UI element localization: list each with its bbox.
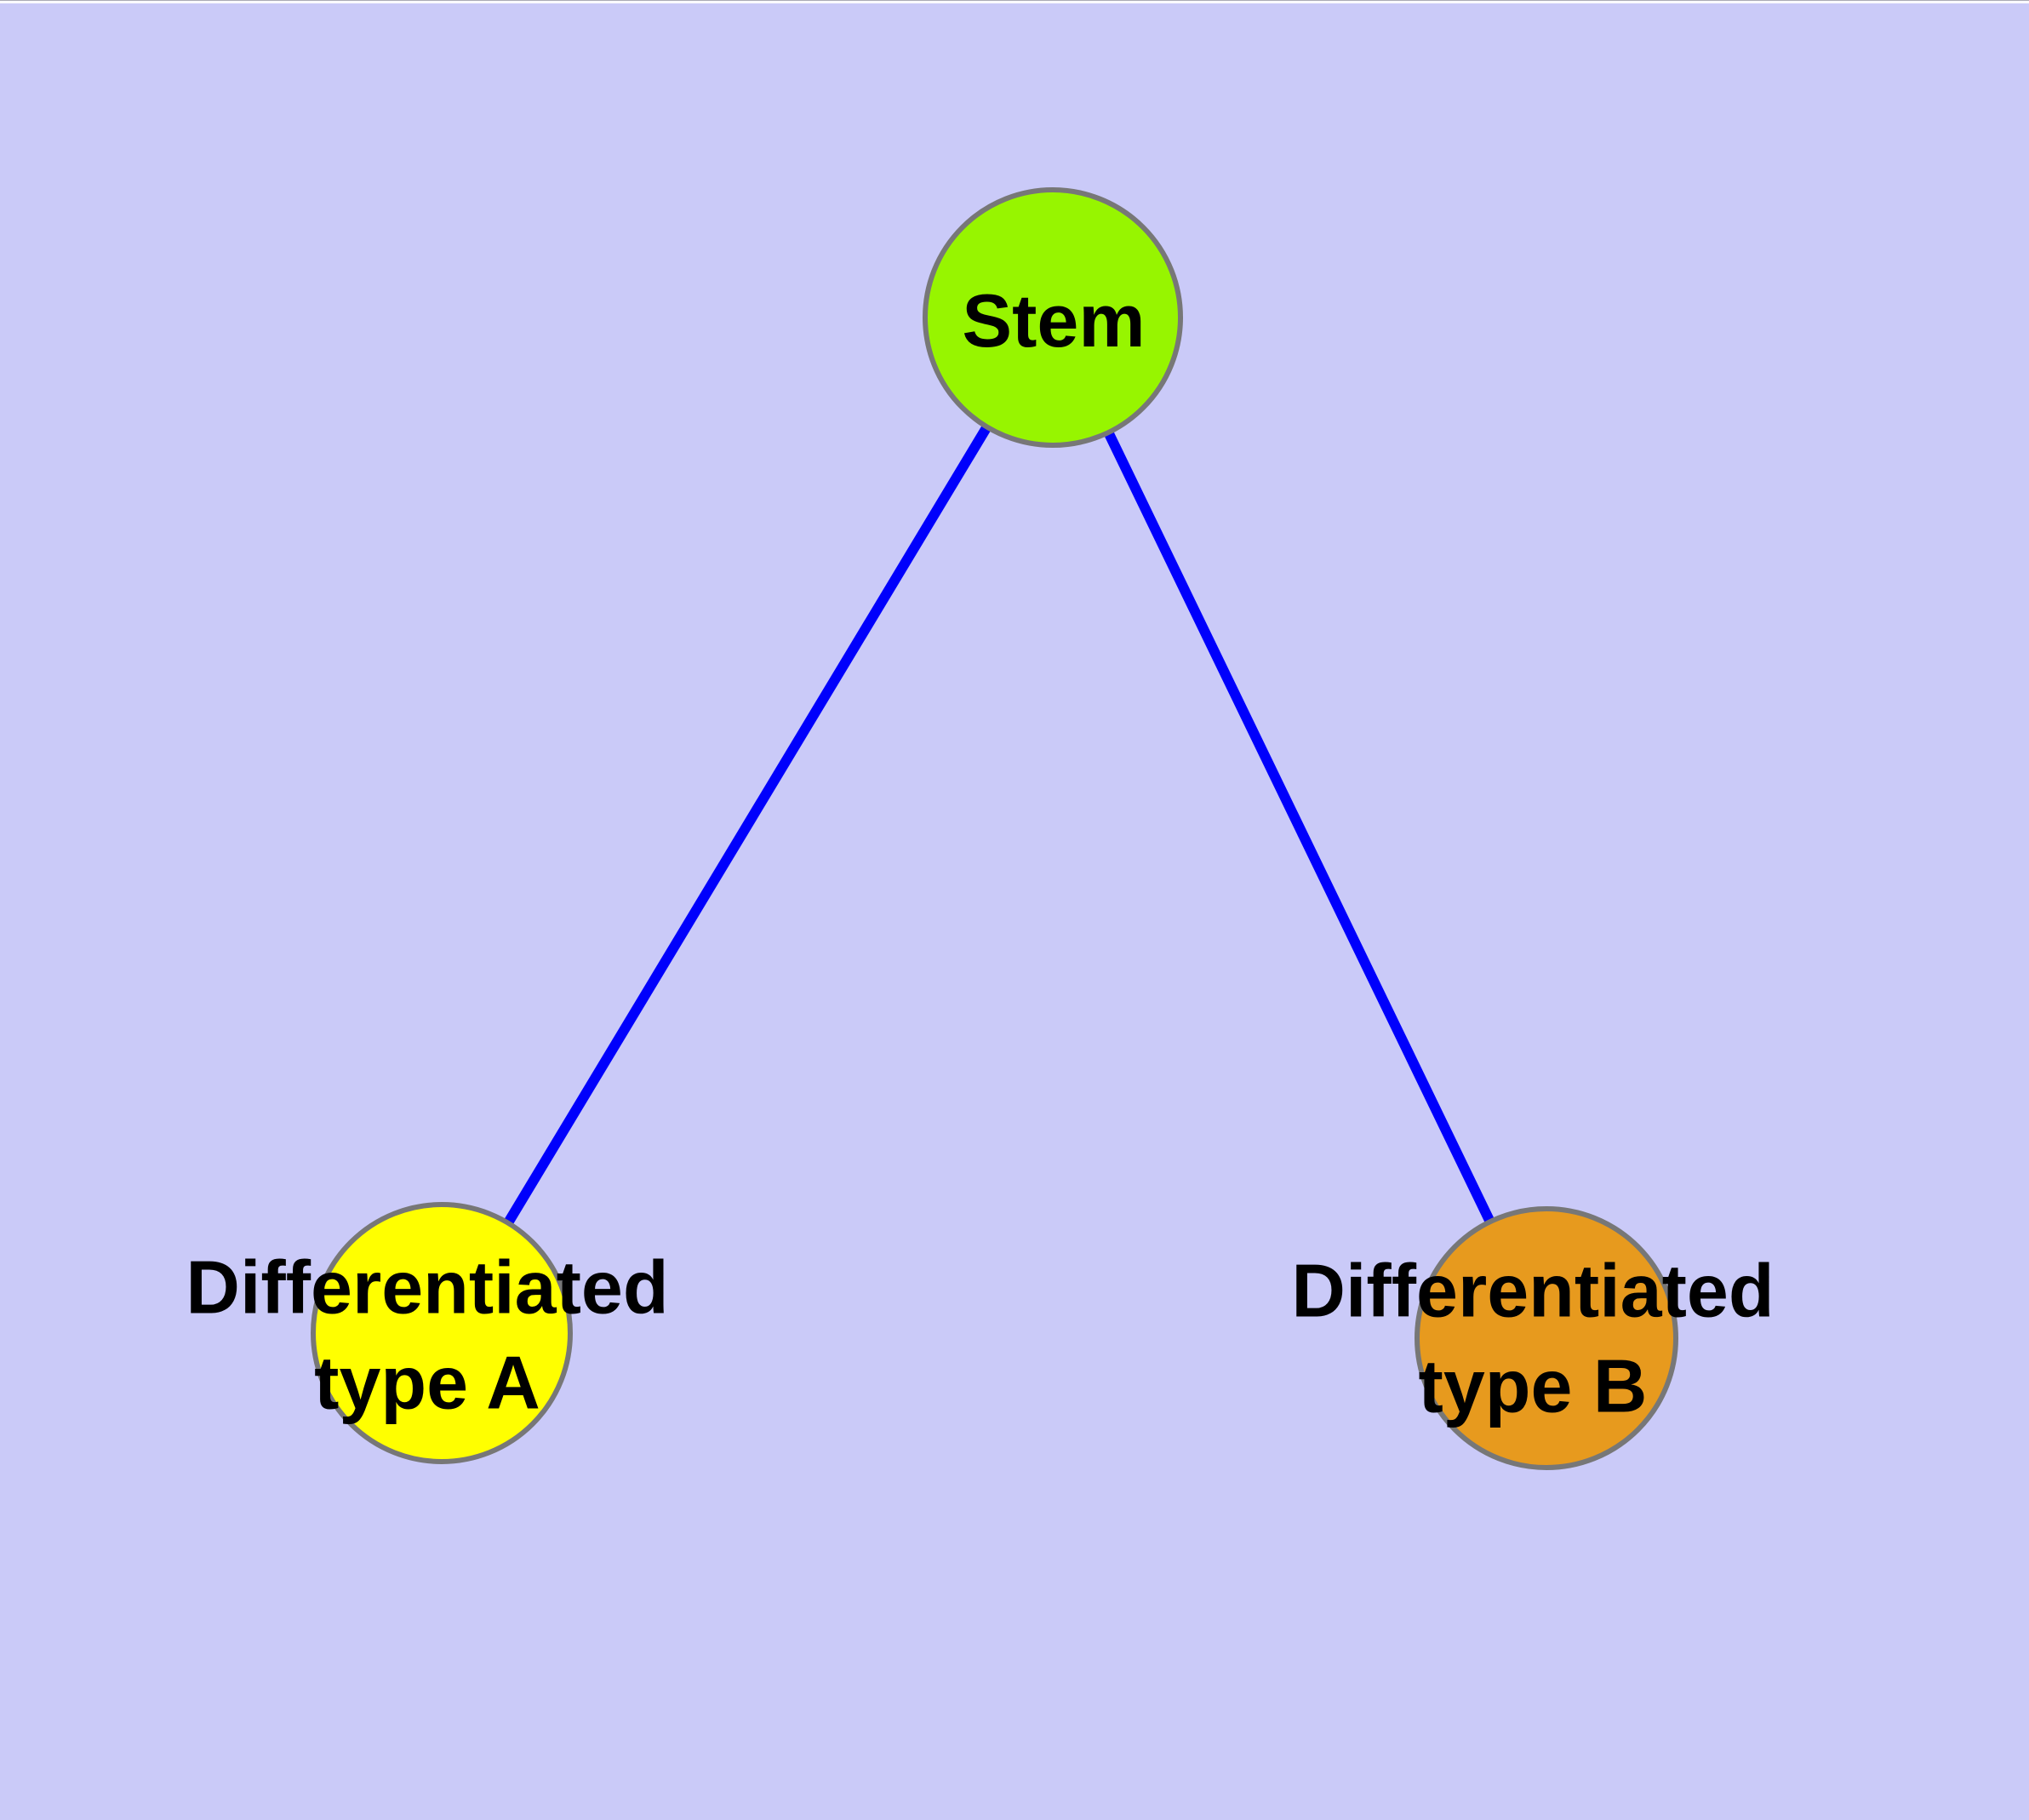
node-type-b-label: Differentiated type B	[1291, 1248, 1775, 1428]
node-type-a-circle	[311, 1202, 573, 1464]
node-stem-label: Stem	[962, 278, 1146, 363]
top-edge-strip	[0, 0, 2029, 3]
node-stem-circle	[923, 187, 1183, 448]
edge-stem-to-type-b	[1048, 315, 1552, 1341]
node-type-b-circle	[1415, 1206, 1678, 1470]
node-type-a-label: Differentiated type A	[186, 1245, 669, 1424]
edge-stem-to-type-a	[437, 314, 1058, 1336]
